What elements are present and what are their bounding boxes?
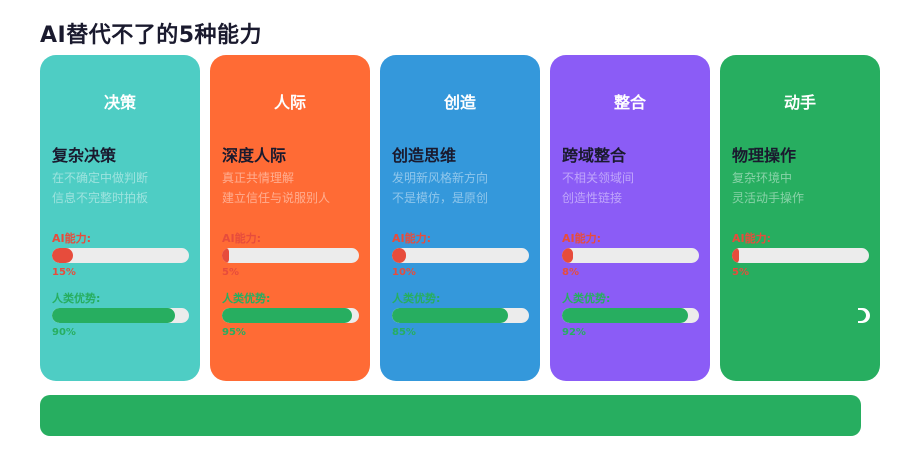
card-category: 人际 [273, 93, 306, 112]
ability-card-integration: 整合 跨域整合 不相关领域间 创造性链接 AI能力: 8% 人类优势: 92% [550, 55, 710, 381]
human-advantage-bar [52, 308, 189, 323]
card-desc-line-2: 建立信任与说服别人 [222, 191, 331, 205]
ai-ability-percent: 5% [732, 267, 749, 278]
card-category: 创造 [443, 93, 476, 112]
ai-ability-percent: 15% [52, 267, 76, 278]
ability-card-interpersonal: 人际 深度人际 真正共情理解 建立信任与说服别人 AI能力: 5% 人类优势: … [210, 55, 370, 381]
ai-ability-label: AI能力: [222, 232, 262, 245]
ability-card-hands-on: 动手 物理操作 复杂环境中 灵活动手操作 AI能力: 5% [720, 55, 880, 381]
human-advantage-bar-fill [222, 308, 353, 323]
ai-ability-bar [52, 248, 189, 263]
human-advantage-label: 人类优势: [392, 292, 441, 305]
ai-ability-bar-fill [562, 248, 573, 263]
ai-ability-bar [732, 248, 869, 263]
ability-cards: 决策 复杂决策 在不确定中做判断 信息不完整时拍板 AI能力: 15% 人类优势… [40, 55, 880, 381]
card-desc-line-2: 不是模仿，是原创 [392, 191, 489, 205]
ai-ability-bar-fill [732, 248, 739, 263]
ai-ability-label: AI能力: [392, 232, 432, 245]
card-title: 深度人际 [222, 146, 287, 165]
human-advantage-label: 人类优势: [52, 292, 101, 305]
ai-ability-bar-fill [222, 248, 229, 263]
card-desc-line-1: 不相关领域间 [562, 171, 635, 185]
ai-ability-bar-fill [392, 248, 406, 263]
human-advantage-bar-fill [392, 308, 509, 323]
human-advantage-bar-fill [562, 308, 689, 323]
human-advantage-bar [392, 308, 529, 323]
card-desc-line-1: 复杂环境中 [732, 171, 793, 185]
card-desc-line-2: 创造性链接 [562, 191, 623, 205]
human-advantage-percent: 90% [52, 327, 76, 338]
card-title: 跨域整合 [562, 146, 627, 165]
card-category: 整合 [613, 93, 646, 112]
card-title: 物理操作 [732, 146, 797, 165]
ability-card-creativity: 创造 创造思维 发明新风格新方向 不是模仿，是原创 AI能力: 10% 人类优势… [380, 55, 540, 381]
ai-ability-percent: 10% [392, 267, 416, 278]
card-title: 复杂决策 [52, 146, 117, 165]
card-desc-line-2: 信息不完整时拍板 [52, 191, 149, 205]
page-title: AI替代不了的5种能力 [40, 23, 263, 48]
ai-ability-label: AI能力: [562, 232, 602, 245]
ai-ability-bar [562, 248, 699, 263]
human-advantage-percent: 95% [222, 327, 246, 338]
card-desc-line-1: 在不确定中做判断 [52, 171, 149, 185]
card-category: 决策 [103, 93, 136, 112]
footer-bar [40, 395, 861, 436]
card-category: 动手 [783, 93, 816, 112]
card-desc-line-1: 发明新风格新方向 [392, 171, 489, 185]
human-advantage-percent: 85% [392, 327, 416, 338]
card-title: 创造思维 [392, 146, 457, 165]
human-advantage-bar-fill [52, 308, 176, 323]
ai-ability-label: AI能力: [52, 232, 92, 245]
ai-ability-bar-fill [52, 248, 73, 263]
ability-card-decision: 决策 复杂决策 在不确定中做判断 信息不完整时拍板 AI能力: 15% 人类优势… [40, 55, 200, 381]
human-advantage-percent: 92% [562, 327, 586, 338]
human-advantage-label: 人类优势: [222, 292, 271, 305]
human-advantage-bar [222, 308, 359, 323]
ai-ability-bar [222, 248, 359, 263]
ai-ability-label: AI能力: [732, 232, 772, 245]
human-advantage-bar [562, 308, 699, 323]
card-desc-line-2: 灵活动手操作 [732, 191, 805, 205]
ai-ability-percent: 8% [562, 267, 579, 278]
card-desc-line-1: 真正共情理解 [222, 171, 295, 185]
human-advantage-label: 人类优势: [562, 292, 611, 305]
ai-ability-percent: 5% [222, 267, 239, 278]
ai-ability-bar [392, 248, 529, 263]
human-advantage-bar-fragment [856, 308, 870, 323]
